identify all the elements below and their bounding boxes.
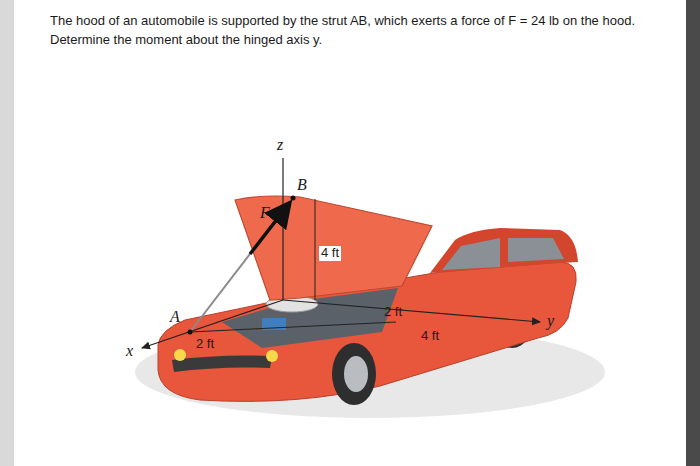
axis-label: z [277,136,283,154]
car-cabin [430,228,578,273]
y-axis [283,300,540,322]
dimension-label: 4 ft [421,329,439,344]
headlight [174,349,186,361]
point-b [291,196,296,201]
side-bar [686,0,700,466]
dimension-label: 4 ft [319,246,341,261]
z-axis [282,158,283,300]
force-label: F [260,204,270,222]
dimension-line [315,199,316,300]
side-bar [0,0,14,466]
point-label: A [170,308,180,326]
force-arrow [250,205,288,254]
point-label: B [297,176,307,194]
window [508,238,564,262]
dimension-label: 2 ft [384,305,402,320]
window [442,238,500,270]
headlight [266,350,278,362]
problem-statement: Determine the moment about the hinged ax… [50,33,322,48]
dimension-label: 2 ft [196,337,214,352]
dimension-line [190,322,396,332]
problem-statement: The hood of an automobile is supported b… [50,14,635,29]
axis-label: x [126,342,133,360]
wheel-hub [344,356,368,392]
wheel [332,343,376,405]
grille [172,356,272,373]
strut [190,198,293,332]
hood [235,196,432,300]
axis-label: y [547,312,554,330]
point-a [188,330,193,335]
